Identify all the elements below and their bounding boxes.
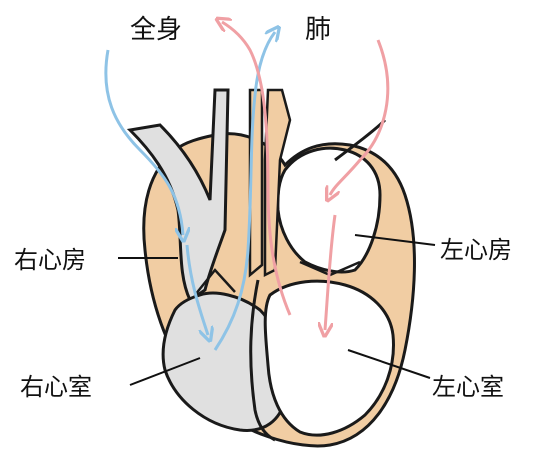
label-whole-body: 全身 <box>130 15 182 45</box>
label-lung: 肺 <box>305 15 331 45</box>
label-left-ventricle: 左心室 <box>432 373 504 401</box>
label-right-atrium: 右心房 <box>14 246 86 274</box>
label-right-ventricle: 右心室 <box>20 373 92 401</box>
label-left-atrium: 左心房 <box>440 236 512 264</box>
